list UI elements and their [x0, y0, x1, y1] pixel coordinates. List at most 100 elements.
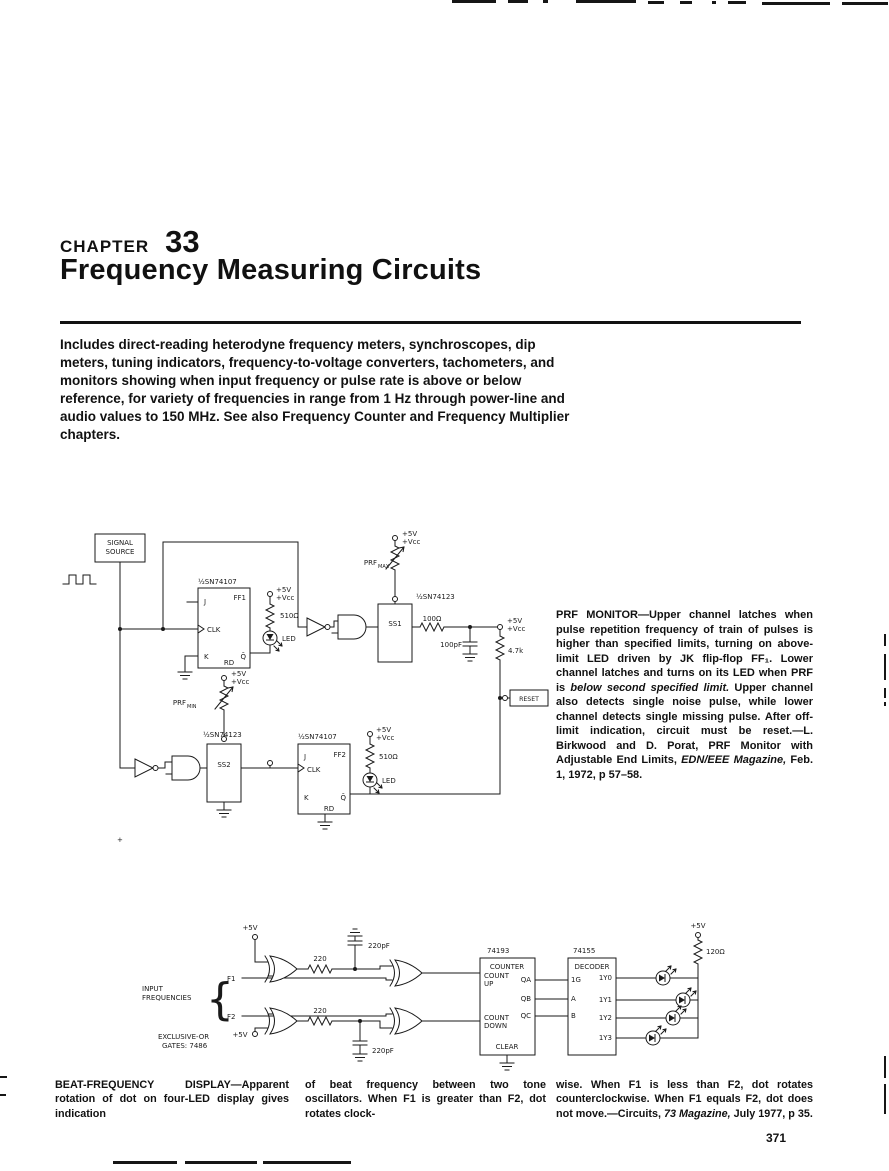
y3-label: 1Y3: [599, 1034, 612, 1042]
caption-italic: below second specified limit.: [570, 681, 730, 694]
vcc-label: +Vcc: [402, 538, 421, 546]
ff1-pin-j: J: [203, 598, 206, 606]
wires: [118, 540, 511, 823]
resistor-symbol: [495, 635, 505, 661]
clear-label: CLEAR: [496, 1043, 519, 1051]
ff1-pin-rd: RD: [224, 659, 234, 667]
counter-74193: 74193 COUNTER COUNT UP QA QB QC COUNT DO…: [479, 947, 536, 1056]
ff2-chip-label: ½SN74107: [298, 733, 337, 741]
caption-text: wise. When F1 is less than F2, dot rotat…: [556, 1079, 813, 1120]
resistor-symbol: [265, 603, 275, 629]
vcc-label: +5V: [242, 924, 257, 932]
ss2-chip-label: ½SN74123: [203, 731, 242, 739]
r220-label: 220: [313, 1007, 326, 1015]
c100-label: 100pF: [440, 641, 462, 649]
resistor-symbol: [307, 1016, 333, 1026]
ff2-pin-j: J: [303, 753, 306, 761]
input-label1: INPUT: [142, 985, 164, 993]
count-down-label2: DOWN: [484, 1022, 507, 1030]
and-gate: [171, 755, 201, 781]
led-symbol: [262, 630, 283, 652]
led-symbol: [675, 987, 697, 1008]
beat-frequency-caption-col2: of beat frequency between two tone oscil…: [305, 1079, 546, 1120]
ff1-led-branch: +5V +Vcc 510Ω LED: [262, 586, 299, 652]
page-number: 371: [766, 1131, 787, 1145]
ground-symbol: [177, 671, 193, 680]
xor-gate: [264, 1007, 298, 1035]
caption-magazine: 73 Magazine,: [664, 1107, 731, 1120]
beat-frequency-schematic: INPUT FREQUENCIES { F1 F2 EXCLUSIVE-OR G…: [142, 922, 725, 1071]
top-gate-chain: +5V 220 220pF: [242, 924, 423, 987]
ground-symbol: [352, 1053, 368, 1062]
c220-label: 220pF: [368, 942, 390, 950]
r220-label: 220: [313, 955, 326, 963]
led-symbol: [362, 772, 383, 794]
led-symbol: [655, 965, 677, 986]
c220-label: 220pF: [372, 1047, 394, 1055]
vcc-label: +Vcc: [507, 625, 526, 633]
reset-terminal: RESET: [502, 689, 549, 707]
ground-symbol: [347, 928, 363, 937]
r510-label: 510Ω: [280, 612, 299, 620]
qa-label: QA: [521, 976, 532, 984]
count-down-label1: COUNT: [484, 1014, 510, 1022]
ss2-name: SS2: [217, 761, 230, 769]
prf-min-sub: MIN: [187, 704, 197, 710]
prf-min-label: PRF: [173, 699, 186, 707]
capacitor-symbol: [462, 641, 478, 647]
bottom-gate-chain: +5V 220 220pF: [232, 1007, 423, 1062]
decoder-chip-label: 74155: [573, 947, 595, 955]
ff1-pin-qbar: Q̄: [240, 652, 246, 661]
xor-note2: GATES: 7486: [162, 1042, 208, 1050]
ff1-pin-clk: CLK: [207, 626, 221, 634]
resistor-symbol: [365, 743, 375, 769]
plus-mark: +: [117, 836, 123, 844]
ss1-chip-label: ½SN74123: [416, 593, 455, 601]
resistor-symbol: [307, 964, 333, 974]
count-up-label2: UP: [484, 980, 493, 988]
resistor-symbol: [419, 622, 445, 632]
r47k-label: 4.7k: [508, 647, 524, 655]
led-label: LED: [382, 777, 396, 785]
ff1-pin-k: K: [204, 653, 209, 661]
title-rule: [60, 321, 801, 324]
vcc-label: +5V: [232, 1031, 247, 1039]
prf-max-label: PRF: [364, 559, 377, 567]
a-label: A: [571, 995, 576, 1003]
counter-label: COUNTER: [490, 963, 524, 971]
vcc-label: +5V: [507, 617, 522, 625]
reset-label: RESET: [519, 696, 539, 703]
signal-source-label1: SIGNAL: [107, 539, 133, 547]
led-symbol: [665, 1005, 687, 1026]
ground-symbol: [216, 809, 232, 818]
vcc-label: +Vcc: [376, 734, 395, 742]
ss2-oneshot: ½SN74123 SS2: [203, 731, 273, 803]
signal-source-label2: SOURCE: [106, 548, 135, 556]
caption-text: Upper channel also detects single noise …: [556, 681, 813, 767]
ff1-flipflop: ½SN74107 J FF1 CLK K Q̄ RD: [197, 578, 251, 669]
and-gate: [337, 614, 367, 640]
y2-label: 1Y2: [599, 1014, 612, 1022]
signal-source-box: SIGNAL SOURCE: [94, 533, 146, 563]
ff2-pin-k: K: [304, 794, 309, 802]
caption-text: Feb. 1, 1972, p 57–58.: [556, 754, 813, 781]
input-brace: {: [206, 974, 234, 1025]
xor-note1: EXCLUSIVE-OR: [158, 1033, 209, 1041]
counter-chip-label: 74193: [487, 947, 509, 955]
caption-magazine: EDN/EEE Magazine,: [681, 754, 787, 767]
beat-frequency-caption-col3: wise. When F1 is less than F2, dot rotat…: [556, 1078, 813, 1121]
inverter-gate: [134, 758, 159, 778]
beat-frequency-caption-col1: BEAT-FREQUENCY DISPLAY—Apparent rotation…: [55, 1079, 289, 1120]
xor-gate: [389, 1007, 423, 1035]
page-title: Frequency Measuring Circuits: [60, 254, 482, 286]
f2-label: F2: [227, 1013, 235, 1021]
ss1-oneshot: SS1 ½SN74123: [377, 593, 455, 663]
vcc-label: +Vcc: [276, 594, 295, 602]
prf-min-pot: +5V +Vcc PRF MIN: [173, 670, 250, 711]
vcc-label: +5V: [690, 922, 705, 930]
led-display: +5V 120Ω: [645, 922, 725, 1046]
ss1-name: SS1: [388, 620, 401, 628]
chapter-number: 33: [165, 224, 200, 259]
r120-label: 120Ω: [706, 948, 725, 956]
input-labels: INPUT FREQUENCIES { F1 F2 EXCLUSIVE-OR G…: [142, 974, 235, 1050]
